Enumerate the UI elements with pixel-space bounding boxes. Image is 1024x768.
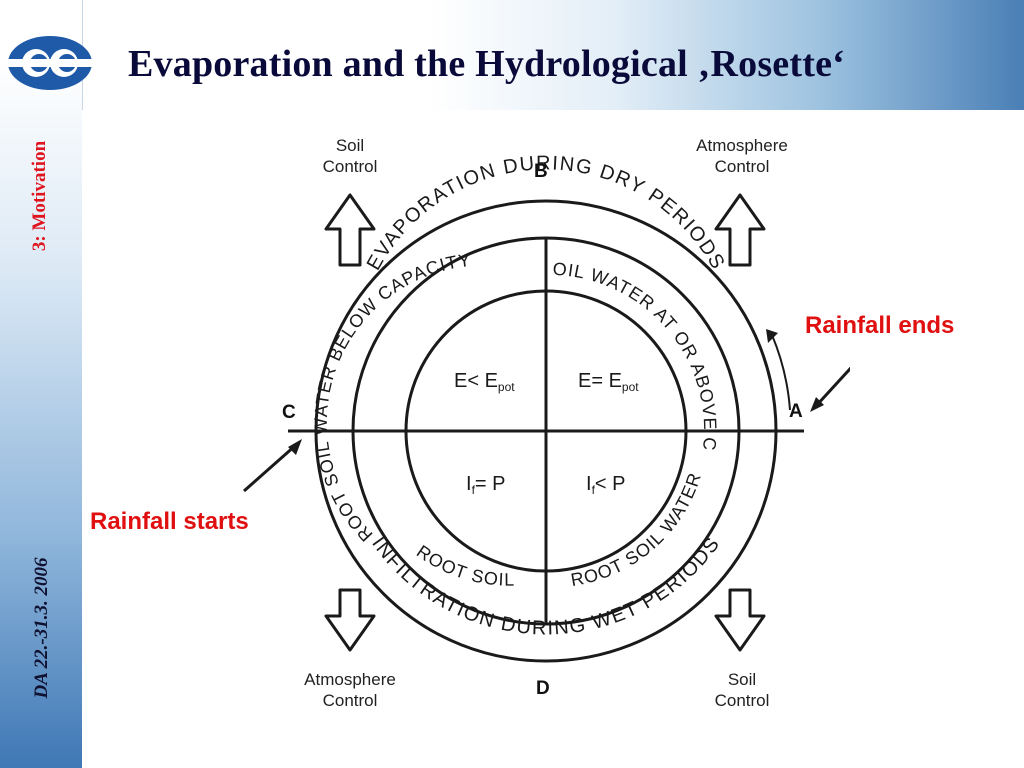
up-arrow-right-icon [714,193,766,267]
point-b-label: B [534,161,548,182]
rainfall-starts-callout: Rainfall starts [90,508,249,535]
inner-ring-left-text: ROOT SOIL WATER BELOW CAPACITY [311,250,473,545]
quadrant-bottom-right-formula: If< P [586,473,625,497]
rainfall-ends-callout: Rainfall ends [805,312,955,339]
rainfall-starts-arrowhead [288,439,302,455]
quadrant-bottom-left-formula: If= P [466,473,505,497]
hydrological-rosette-diagram: EVAPORATION DURING DRY PERIODS INFILTRAT… [230,125,850,725]
circulation-arc [771,334,791,411]
down-arrow-left-icon [324,588,376,652]
rainfall-ends-arrowhead [810,397,824,412]
rainfall-starts-pointer [243,443,297,493]
organization-logo [6,36,94,90]
up-arrow-left-icon [324,193,376,267]
rosette-graphic: EVAPORATION DURING DRY PERIODS INFILTRAT… [230,125,850,663]
rainfall-ends-pointer [814,366,850,408]
point-c-label: C [282,402,296,423]
quadrant-top-right-formula: E= Epot [578,370,639,394]
point-d-label: D [536,678,550,699]
quadrant-top-left-formula: E< Epot [454,370,515,394]
slide-content [82,110,1024,768]
circulation-arrowhead [766,329,778,343]
header-band [0,0,1024,110]
down-arrow-right-icon [714,588,766,652]
date-label: DA 22.-31.3. 2006 [31,557,52,699]
point-a-label: A [789,401,803,422]
slide-title: Evaporation and the Hydrological ‚Rosett… [128,43,846,85]
sidebar-band [0,0,83,768]
section-label: 3: Motivation [29,140,50,252]
